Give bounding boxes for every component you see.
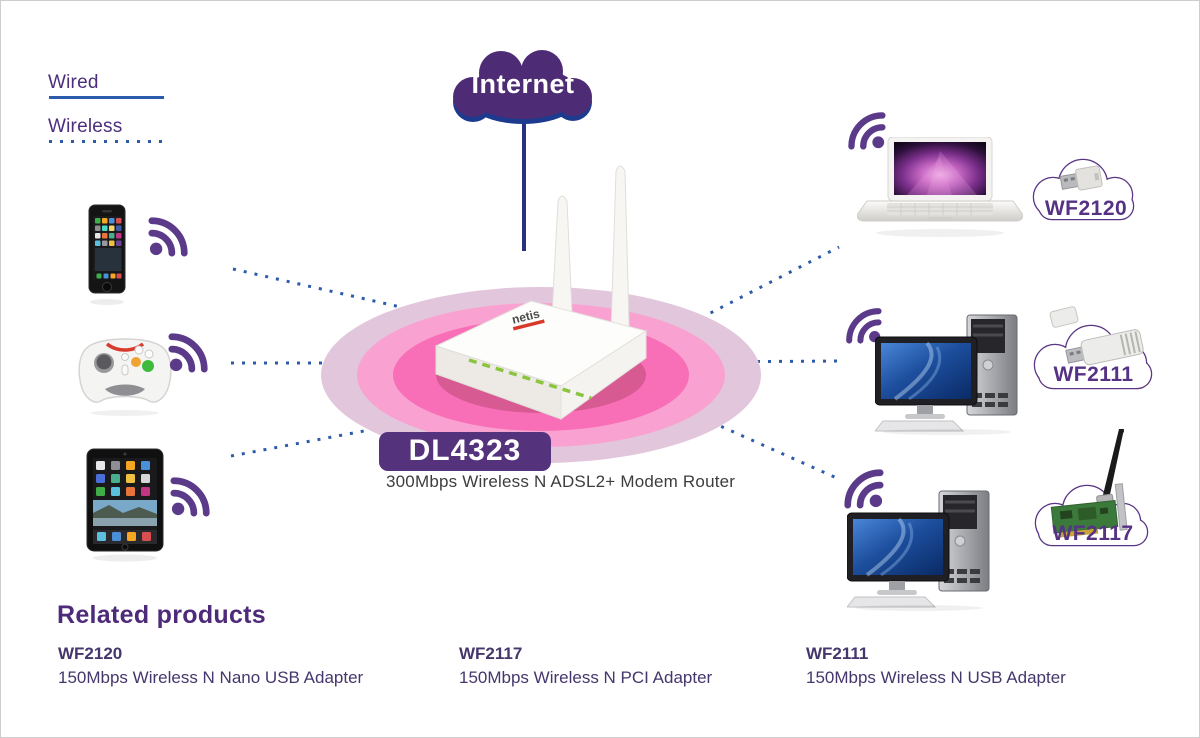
adapter-cloud-wf2111: WF2111 (1021, 305, 1166, 403)
related-product-wf2111: WF2111 150Mbps Wireless N USB Adapter (806, 644, 1066, 688)
related-products-heading: Related products (57, 601, 266, 629)
product-description: 150Mbps Wireless N USB Adapter (806, 668, 1066, 687)
router-brand-logo: netis (510, 306, 541, 326)
router-description: 300Mbps Wireless N ADSL2+ Modem Router (386, 472, 736, 491)
wifi-icon (170, 477, 210, 517)
router-image: netis (434, 165, 648, 420)
wireless-line-laptop (690, 245, 840, 325)
tablet-image (86, 448, 164, 562)
product-name: WF2111 (806, 644, 869, 663)
desktop-computer-image (847, 490, 990, 611)
legend-wireless-label: Wireless (48, 116, 123, 137)
wifi-icon (844, 469, 884, 509)
product-description: 150Mbps Wireless N Nano USB Adapter (58, 668, 364, 687)
smartphone-image (88, 204, 126, 305)
cloud-outline (1033, 306, 1153, 390)
wifi-icon (148, 217, 188, 257)
product-name: WF2120 (58, 644, 123, 663)
nano-usb-adapter-image (1059, 165, 1103, 191)
cloud-outline (1032, 158, 1135, 221)
internet-label: Internet (471, 69, 575, 99)
desktop-computer-image (875, 314, 1018, 435)
related-product-wf2120: WF2120 150Mbps Wireless N Nano USB Adapt… (58, 644, 363, 688)
laptop-image (857, 137, 1023, 237)
legend-wired-label: Wired (48, 72, 99, 93)
legend-wireless-line-sample (49, 140, 167, 143)
legend-wired-line-sample (49, 96, 164, 99)
game-controller-image (78, 338, 172, 416)
cloud-outline (1034, 429, 1149, 547)
adapter-cloud-wf2120: WF2120 (1023, 137, 1149, 237)
internet-cloud-shape (453, 50, 592, 124)
adapter-label: WF2120 (1044, 197, 1128, 220)
usb-adapter-image (1049, 306, 1144, 366)
related-product-wf2117: WF2117 150Mbps Wireless N PCI Adapter (459, 644, 712, 688)
product-name: WF2117 (459, 644, 523, 663)
pci-adapter-image (1050, 429, 1128, 538)
product-description: 150Mbps Wireless N PCI Adapter (459, 668, 713, 687)
wifi-icon (848, 112, 886, 150)
internet-cloud: Internet (439, 45, 607, 135)
wifi-icon (168, 333, 208, 373)
adapter-cloud-wf2117: WF2117 (1023, 429, 1163, 563)
adapter-label: WF2117 (1052, 522, 1134, 545)
adapter-label: WF2111 (1053, 363, 1134, 386)
router-model-badge: DL4323 (379, 432, 551, 471)
